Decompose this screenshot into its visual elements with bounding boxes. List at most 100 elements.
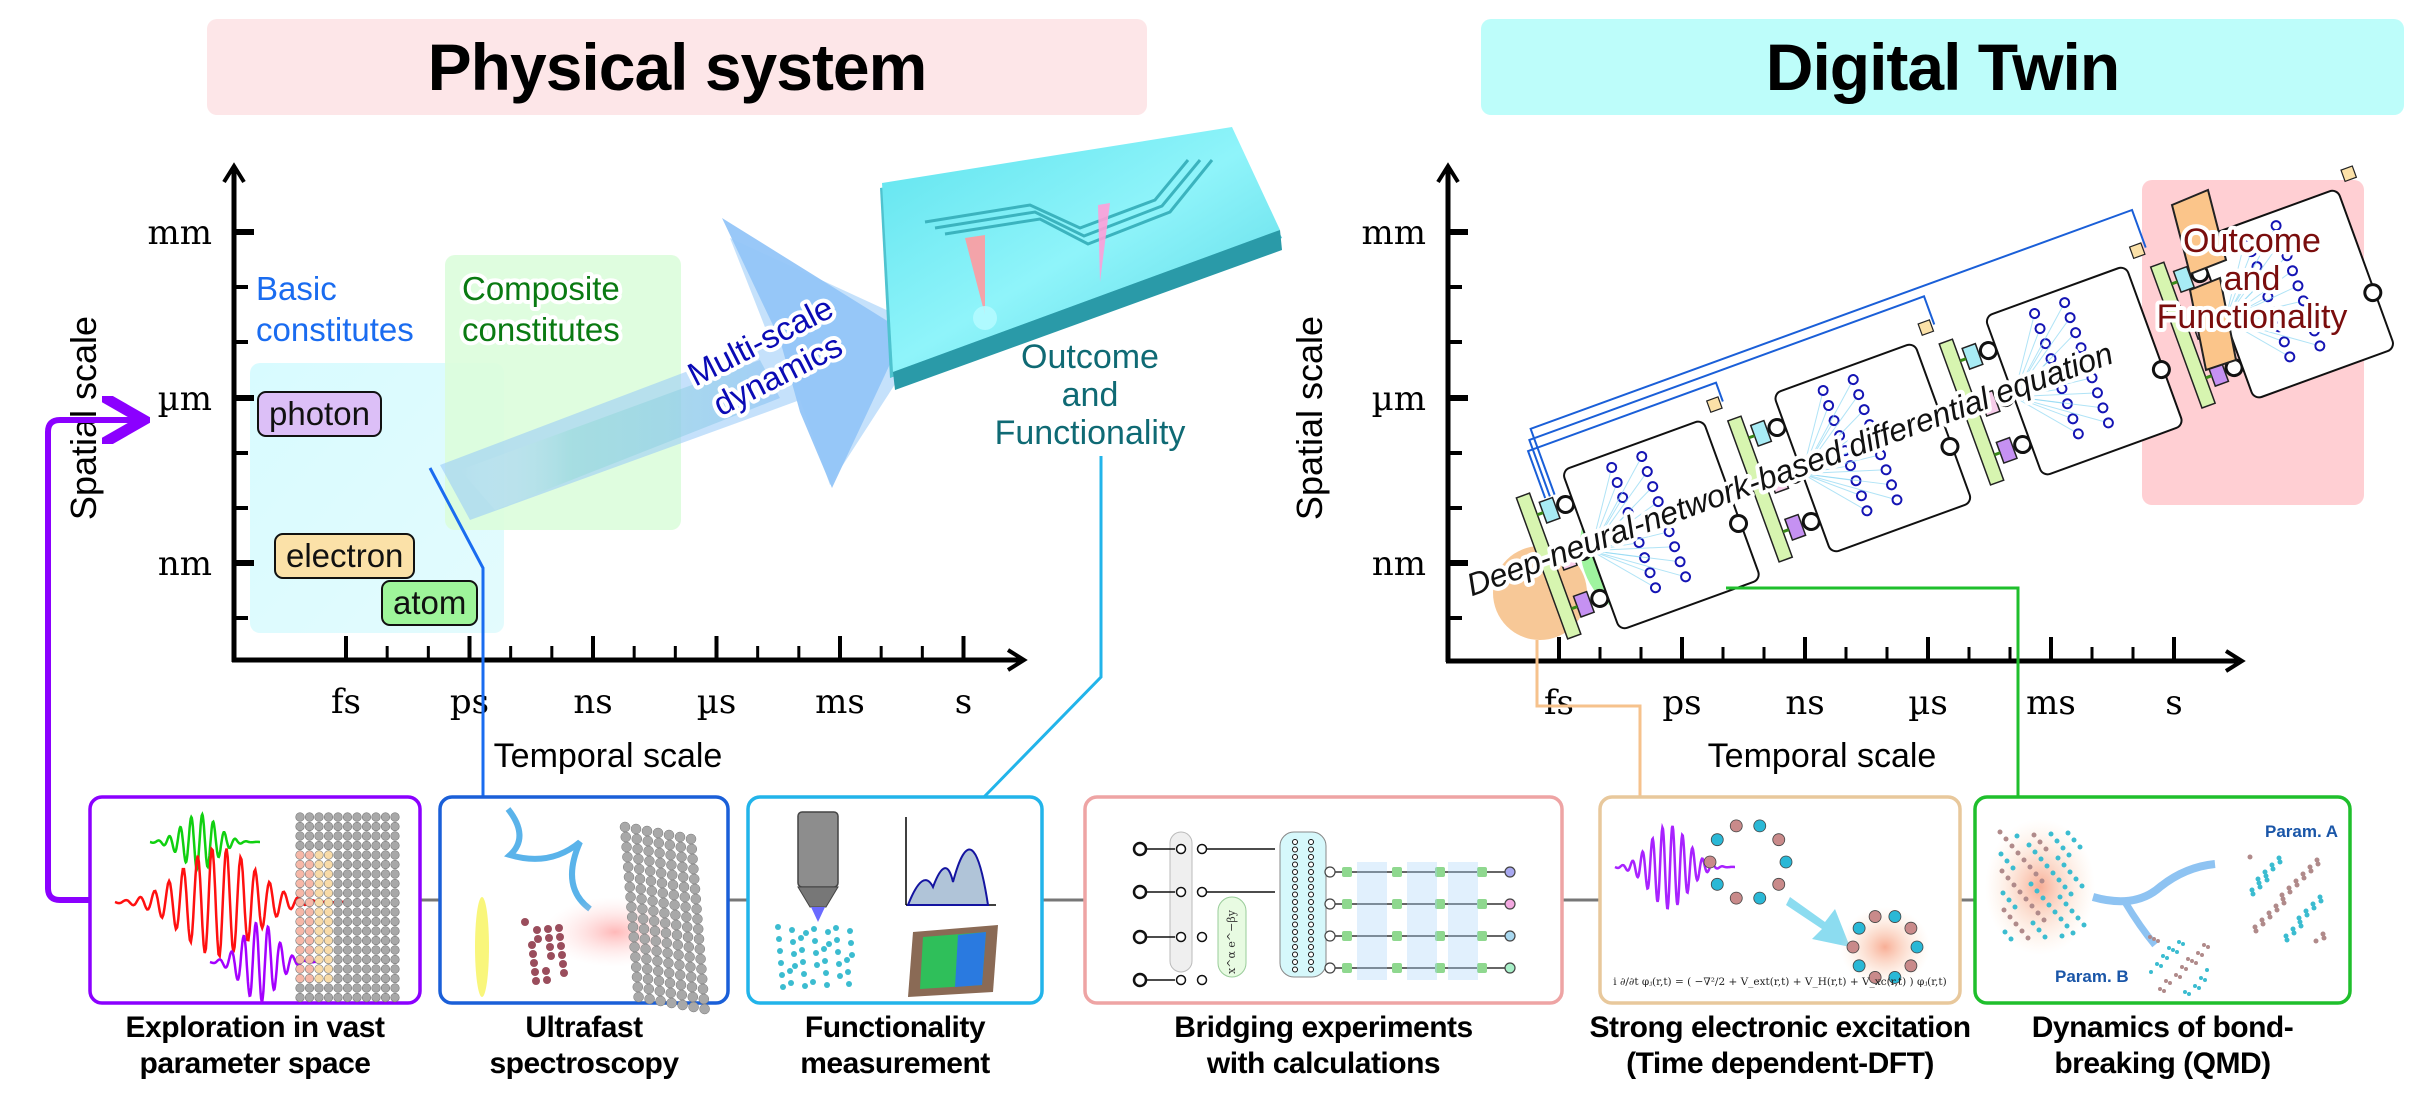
caption-line: with calculations	[1206, 1047, 1441, 1080]
twin-x-axis-label: Temporal scale	[1708, 737, 1937, 775]
digital-twin-title: Digital Twin	[1765, 30, 2120, 104]
y-tick-label: mm	[148, 213, 212, 253]
multiscale-arrow-head	[722, 218, 905, 488]
panel-exploration	[88, 795, 422, 1005]
x-tick-label: ms	[815, 682, 865, 722]
phys-x-axis-label: Temporal scale	[494, 737, 723, 775]
neuron	[1641, 466, 1653, 478]
neuron	[1674, 556, 1686, 568]
tddft-equation: i ∂/∂t φⱼ(r,t) = ( −∇²/2 + V_ext(r,t) + …	[1613, 976, 1946, 988]
neuron	[1855, 490, 1867, 502]
twin-outcome-label-3: Functionality	[2157, 298, 2348, 336]
caption-line: (Time dependent-DFT)	[1626, 1047, 1934, 1080]
neuron	[1680, 571, 1692, 583]
path-a-arrow	[2091, 860, 2216, 906]
neuron	[2086, 372, 2098, 384]
molecular-network-icon	[775, 924, 855, 990]
neuron	[1669, 541, 1681, 553]
qmd-connector	[1726, 586, 2020, 798]
caption-functionality: Functionality measurement	[748, 1010, 1042, 1082]
fragmented-structure-b-icon	[2148, 935, 2210, 996]
neuron	[2097, 402, 2109, 414]
neuron	[1853, 389, 1865, 401]
caption-line: parameter space	[139, 1047, 371, 1080]
neuron	[1823, 400, 1835, 412]
path-b-arrow	[2121, 900, 2158, 948]
x-tick-label: ps	[1662, 683, 1701, 723]
param-a-label: Param. A	[2265, 822, 2338, 841]
neuron	[2284, 351, 2296, 363]
panel-functionality	[746, 795, 1044, 1005]
atomic-lattice-icon	[295, 812, 400, 1003]
caption-line: Bridging experiments	[1174, 1011, 1473, 1044]
y-tick-label: mm	[1362, 213, 1426, 253]
x-tick-label: µs	[1908, 683, 1948, 723]
neuron	[2034, 323, 2046, 335]
molecule-ring-icon	[1703, 819, 1793, 905]
nn-block	[1515, 396, 1760, 640]
composite-constitutes-label-1: Composite	[462, 270, 620, 307]
y-tick-label: nm	[158, 544, 212, 584]
y-tick-label: nm	[1372, 544, 1426, 584]
multiscale-band-gradient	[460, 360, 780, 510]
detector-signal-icon	[475, 897, 489, 997]
y-tick-label: µm	[158, 379, 212, 419]
photon-tag: photon	[257, 391, 382, 437]
neuron	[2072, 428, 2084, 440]
physical-system-header: Physical system	[207, 19, 1147, 115]
microscope-objective-icon	[797, 811, 839, 922]
neuron	[2276, 235, 2288, 247]
neuron	[2308, 325, 2320, 337]
neuron	[1875, 449, 1887, 461]
neuron	[1652, 496, 1664, 508]
composite-constitutes-label-2: constitutes	[462, 311, 620, 348]
neuron	[2075, 342, 2087, 354]
neuron	[2281, 250, 2293, 262]
neuron	[1647, 481, 1659, 493]
basic-constitutes-label-1: Basic	[256, 270, 337, 307]
neuron	[2278, 336, 2290, 348]
neuron	[1845, 460, 1857, 472]
caption-qmd: Dynamics of bond- breaking (QMD)	[1990, 1010, 2335, 1082]
phys-outcome-label-1: Outcome	[1021, 338, 1159, 376]
neuron	[2059, 297, 2071, 309]
neuron	[1649, 582, 1661, 594]
neuron	[1864, 419, 1876, 431]
neuron	[2270, 220, 2282, 232]
neuron	[1606, 461, 1618, 473]
panel-qmd: Param. A Param. B	[1973, 795, 2352, 1005]
x-tick-label: ns	[1785, 683, 1824, 723]
neuron	[2314, 340, 2326, 352]
bulk-structure-icon	[1997, 829, 2087, 942]
neuron	[2102, 417, 2114, 429]
caption-bridging: Bridging experiments with calculations	[1085, 1010, 1562, 1082]
neuron	[2067, 413, 2079, 425]
neuron	[1858, 404, 1870, 416]
network-label: Deep-neural-network-based differential e…	[1462, 335, 2118, 603]
neuron	[1644, 567, 1656, 579]
neuron	[1886, 479, 1898, 491]
probe-beam-icon	[504, 807, 592, 912]
neuron	[2267, 306, 2279, 318]
neuron	[2029, 308, 2041, 320]
caption-line: Functionality	[804, 1011, 986, 1044]
caption-line: Dynamics of bond-	[2031, 1011, 2294, 1044]
ultrafast-connector	[428, 467, 485, 798]
neuron	[2081, 357, 2093, 369]
neuron	[2240, 231, 2252, 243]
nn-block	[1726, 319, 1972, 563]
caption-line: breaking (QMD)	[2054, 1047, 2271, 1080]
bulk-structure-glow	[1985, 819, 2095, 955]
x-tick-label: s	[2165, 683, 2182, 723]
panel-bridging: x^α e^−βy	[1083, 795, 1564, 1005]
neuron	[1817, 385, 1829, 397]
digital-twin-header: Digital Twin	[1481, 19, 2404, 115]
param-b-label: Param. B	[2055, 967, 2129, 986]
twin-y-axis-label: Spatial scale	[1289, 316, 1330, 520]
caption-line: measurement	[800, 1047, 990, 1080]
neuron	[2070, 327, 2082, 339]
caption-line: Ultrafast	[525, 1011, 643, 1044]
neuron	[2297, 295, 2309, 307]
